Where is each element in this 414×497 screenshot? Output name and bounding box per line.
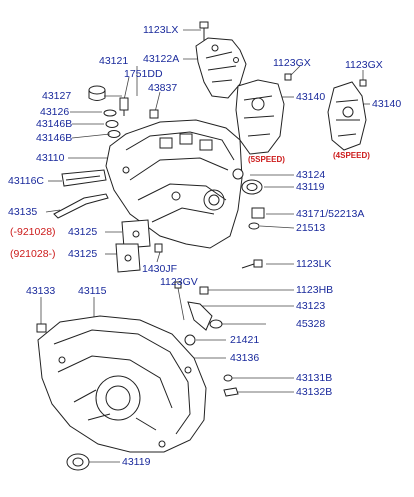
seal-43146B-drawing	[105, 120, 121, 138]
note-4speed: (4SPEED)	[333, 151, 370, 160]
label-43126[interactable]: 43126	[40, 106, 70, 118]
label-43123[interactable]: 43123	[296, 300, 326, 312]
label-43121[interactable]: 43121	[99, 55, 129, 67]
bracket-43116C-drawing	[61, 169, 107, 187]
ring-43131B-drawing	[223, 374, 233, 382]
sensor-43121-drawing	[119, 97, 129, 116]
label-43125-b[interactable]: 43125	[68, 248, 98, 260]
label-1123GX-b[interactable]: 1123GX	[345, 59, 383, 71]
label-1751DD[interactable]: 1751DD	[124, 68, 163, 80]
label-45328[interactable]: 45328	[296, 318, 326, 330]
plate-43125-lower-drawing	[115, 243, 141, 273]
transaxle-case-drawing	[105, 119, 243, 249]
clip-43135-drawing	[53, 193, 109, 219]
label-43115[interactable]: 43115	[78, 285, 107, 297]
label-21513[interactable]: 21513	[296, 222, 326, 234]
plug-43171-drawing	[251, 207, 265, 219]
bolt-1430JF-drawing	[154, 243, 163, 253]
label-43837[interactable]: 43837	[148, 82, 178, 94]
cover-5speed-drawing	[235, 79, 285, 155]
label-43125-a[interactable]: 43125	[68, 226, 98, 238]
label-43146B-a[interactable]: 43146B	[36, 118, 73, 130]
label-43171-52213A[interactable]: 43171/52213A	[296, 208, 365, 220]
date-range-until-921028: (-921028)	[10, 226, 56, 238]
oil-seal-43119-upper-drawing	[241, 179, 263, 195]
label-1430JF[interactable]: 1430JF	[142, 263, 178, 275]
label-1123HB[interactable]: 1123HB	[296, 284, 334, 296]
label-43136[interactable]: 43136	[230, 352, 260, 364]
label-1123GV[interactable]: 1123GV	[160, 276, 198, 288]
bolt-1123LX-drawing	[199, 21, 209, 42]
label-43140-b[interactable]: 43140	[372, 98, 402, 110]
label-21421[interactable]: 21421	[230, 334, 260, 346]
ring-43132B-drawing	[223, 387, 239, 397]
label-43146B-b[interactable]: 43146B	[36, 132, 73, 144]
label-43132B[interactable]: 43132B	[296, 386, 333, 398]
date-range-from-921028: (921028-)	[10, 248, 56, 260]
clutch-housing-drawing	[37, 315, 207, 453]
oil-seal-43119-lower-drawing	[66, 453, 90, 471]
label-43124[interactable]: 43124	[296, 169, 326, 181]
bolt-1123LK-drawing	[241, 259, 263, 269]
label-43133[interactable]: 43133	[26, 285, 56, 297]
label-43140-a[interactable]: 43140	[296, 91, 326, 103]
label-43122A[interactable]: 43122A	[143, 53, 180, 65]
bolt-1123GV-drawing	[174, 281, 182, 289]
plug-43124-drawing	[232, 168, 244, 180]
seal-45328-drawing	[209, 319, 223, 329]
cover-4speed-drawing	[327, 81, 367, 151]
plug-43133-drawing	[36, 323, 47, 333]
label-43110[interactable]: 43110	[36, 152, 65, 164]
pin-43837-drawing	[149, 109, 159, 119]
gasket-21513-drawing	[248, 222, 260, 230]
bracket-43123-drawing	[187, 301, 213, 331]
plate-43125-upper-drawing	[121, 219, 151, 249]
label-1123LK[interactable]: 1123LK	[296, 258, 332, 270]
bracket-43122A-drawing	[195, 37, 247, 99]
label-43131B[interactable]: 43131B	[296, 372, 333, 384]
leader-lines	[40, 29, 370, 463]
bolt-1123HB-drawing	[199, 286, 209, 295]
label-1123LX[interactable]: 1123LX	[143, 24, 179, 36]
oring-21421-drawing	[184, 334, 196, 346]
label-43127[interactable]: 43127	[42, 90, 72, 102]
label-43116C[interactable]: 43116C	[8, 175, 45, 187]
bolt-1123GX-drawing	[284, 73, 367, 87]
oring-43126-drawing	[103, 109, 117, 117]
plug-43127-drawing	[88, 85, 106, 101]
label-43119-lower[interactable]: 43119	[122, 456, 151, 468]
note-5speed: (5SPEED)	[248, 155, 285, 164]
label-43135[interactable]: 43135	[8, 206, 38, 218]
label-43119-upper[interactable]: 43119	[296, 181, 325, 193]
label-1123GX-a[interactable]: 1123GX	[273, 57, 311, 69]
